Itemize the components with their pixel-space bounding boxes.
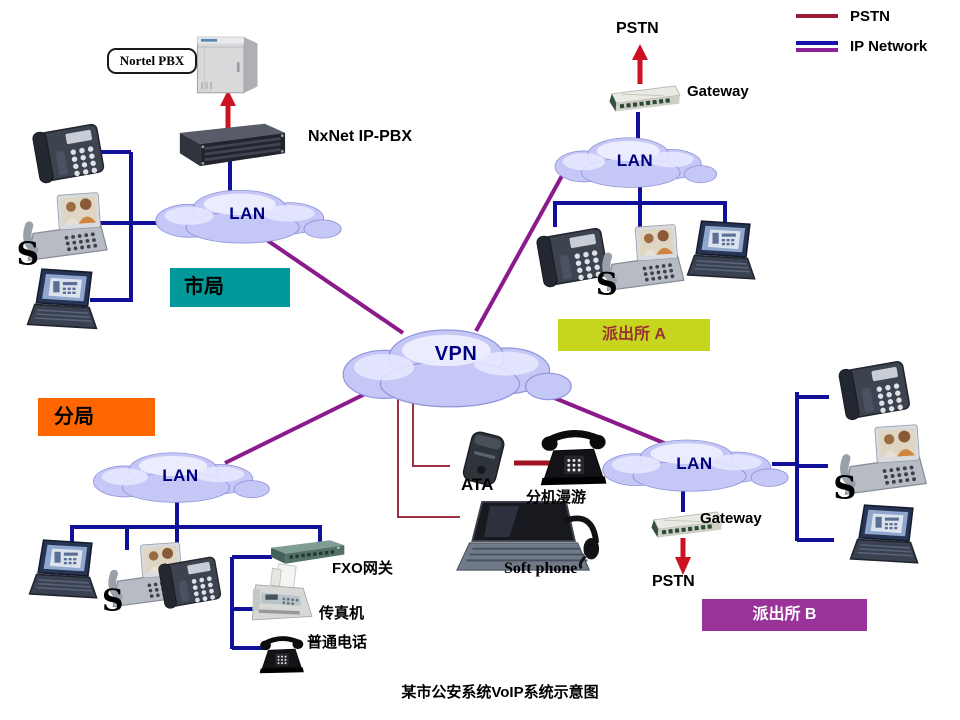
city-bureau-badge: 市局 <box>170 268 290 307</box>
legend-ip-label: IP Network <box>850 37 928 55</box>
lan-cloud-station-b-label: LAN <box>676 453 713 473</box>
lan-cloud-station-a-label: LAN <box>616 151 654 171</box>
ip-pbx-server-icon <box>173 120 291 168</box>
softphone-laptop-icon <box>838 502 934 576</box>
station-b-gateway-label: Gateway <box>700 510 762 527</box>
softphone-laptop-icon <box>686 218 760 292</box>
branch-bureau-badge: 分局 <box>38 398 155 436</box>
station-a-gateway-label: Gateway <box>687 83 749 100</box>
ippbx-label: NxNet IP-PBX <box>308 128 413 145</box>
red-arrows <box>220 44 691 575</box>
desk-phone-icon <box>32 118 112 190</box>
nortel-pbx-badge: Nortel PBX <box>107 48 197 74</box>
vpn-cloud-label: VPN <box>434 342 478 365</box>
legend: PSTN IP Network <box>796 5 927 65</box>
video-phone-icon <box>828 422 936 500</box>
station-b-badge: 派出所 B <box>702 599 867 631</box>
roaming-phone-icon <box>536 426 612 490</box>
softphone-label: Soft phone <box>504 560 578 577</box>
pbx-cabinet-icon <box>192 34 262 96</box>
legend-pstn-label: PSTN <box>850 7 891 25</box>
pstn-line-swatch <box>796 14 838 18</box>
diagram-caption: 某市公安系统VoIP系统示意图 <box>401 684 599 701</box>
legend-row-pstn: PSTN <box>796 5 927 27</box>
desk-phone-icon <box>158 552 228 614</box>
softphone-laptop-icon <box>28 536 102 612</box>
legend-row-ip: IP Network <box>796 35 927 57</box>
roaming-label: 分机漫游 <box>526 489 587 506</box>
station-b-pstn-label: PSTN <box>652 573 695 590</box>
lan-cloud-station-b: LAN <box>597 432 792 496</box>
lan-cloud-city: LAN <box>150 182 345 248</box>
ip-network-line-swatch <box>796 38 838 55</box>
video-phone-icon <box>10 190 118 266</box>
video-phone-icon <box>592 222 692 296</box>
station-a-pstn-label: PSTN <box>616 20 659 37</box>
fax-label: 传真机 <box>319 605 365 622</box>
station-a-badge: 派出所 A <box>558 319 710 351</box>
lan-cloud-branch: LAN <box>88 445 273 507</box>
ata-label: ATA <box>461 475 494 494</box>
fax-machine-icon <box>246 562 320 634</box>
lan-cloud-station-a: LAN <box>550 130 720 192</box>
gateway-icon <box>606 80 684 116</box>
plain-phone-label: 普通电话 <box>307 634 368 651</box>
desk-phone-icon <box>832 356 924 426</box>
lan-cloud-branch-label: LAN <box>162 466 199 486</box>
vpn-cloud: VPN <box>336 318 576 414</box>
lan-cloud-city-label: LAN <box>229 204 266 224</box>
softphone-laptop-icon <box>26 266 102 342</box>
plain-phone-icon <box>252 634 312 676</box>
fxo-gateway-label: FXO网关 <box>332 560 393 577</box>
